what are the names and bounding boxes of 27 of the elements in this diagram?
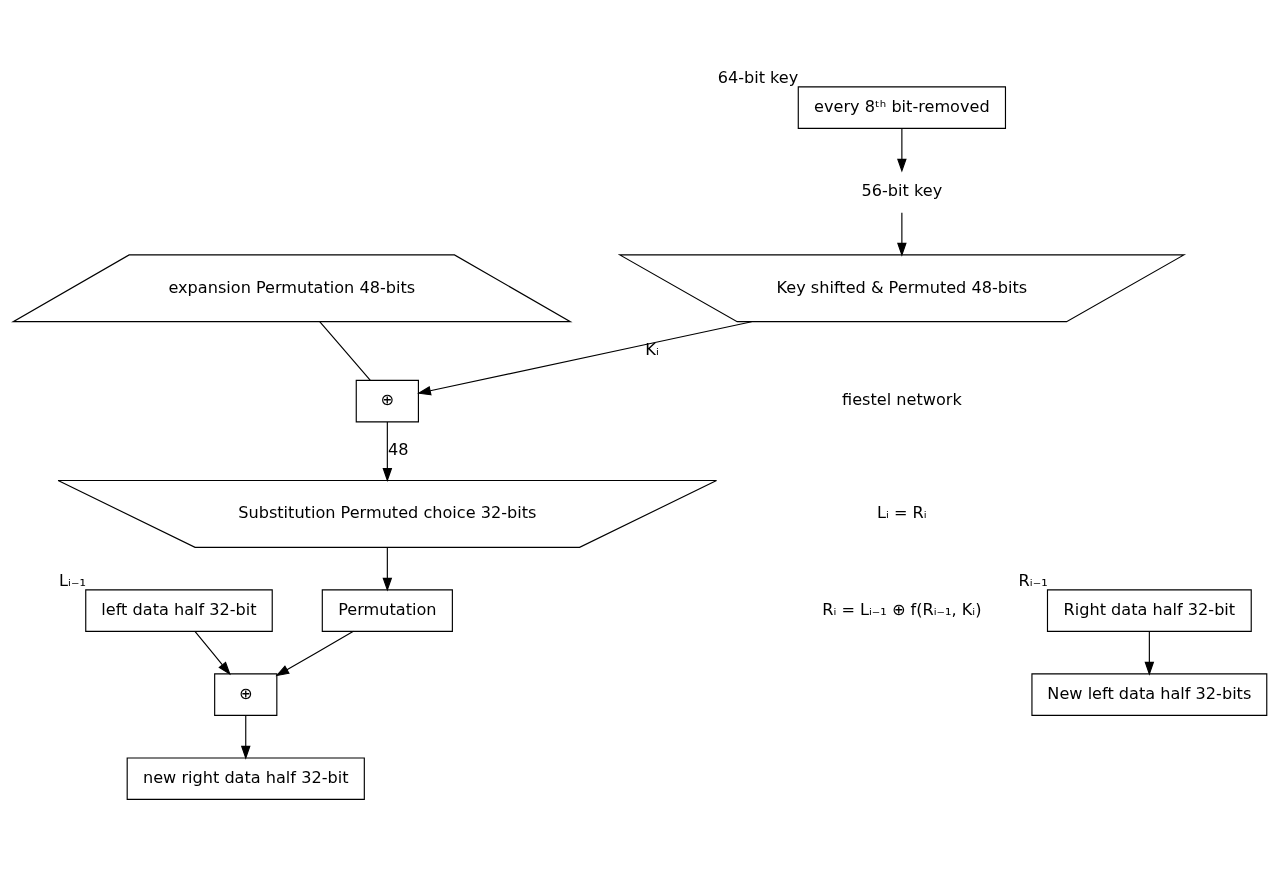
connector bbox=[319, 321, 371, 381]
node-box: new right data half 32-bit bbox=[126, 757, 365, 800]
node-box: ⊕ bbox=[355, 379, 419, 423]
node-box: Permutation bbox=[321, 589, 453, 632]
label: Rᵢ = Lᵢ₋₁ ⊕ f(Rᵢ₋₁, Kᵢ) bbox=[822, 599, 982, 619]
node-box: Right data half 32-bit bbox=[1046, 589, 1252, 632]
arrow bbox=[1144, 631, 1155, 676]
arrow bbox=[240, 715, 251, 760]
arrow bbox=[897, 212, 907, 257]
arrow bbox=[897, 127, 907, 173]
node-box: left data half 32-bit bbox=[85, 589, 273, 632]
node-label: 64-bit key bbox=[717, 67, 799, 87]
edge-label: Kᵢ bbox=[645, 340, 659, 360]
node-box: ⊕ bbox=[214, 673, 278, 716]
label: fiestel network bbox=[842, 390, 962, 410]
node-text: 56-bit key bbox=[861, 180, 943, 200]
arrow bbox=[382, 421, 393, 482]
node-box: every 8ᵗʰ bit-removed bbox=[797, 86, 1007, 129]
label: Lᵢ = Rᵢ bbox=[877, 503, 927, 523]
arrow bbox=[417, 321, 753, 396]
edge-label: 48 bbox=[388, 440, 409, 460]
arrow bbox=[382, 547, 393, 592]
arrow bbox=[194, 631, 231, 676]
node-box: New left data half 32-bits bbox=[1031, 673, 1268, 716]
node-label: Rᵢ₋₁ bbox=[1018, 570, 1048, 590]
node-label: Lᵢ₋₁ bbox=[59, 570, 86, 590]
arrow bbox=[275, 630, 354, 677]
